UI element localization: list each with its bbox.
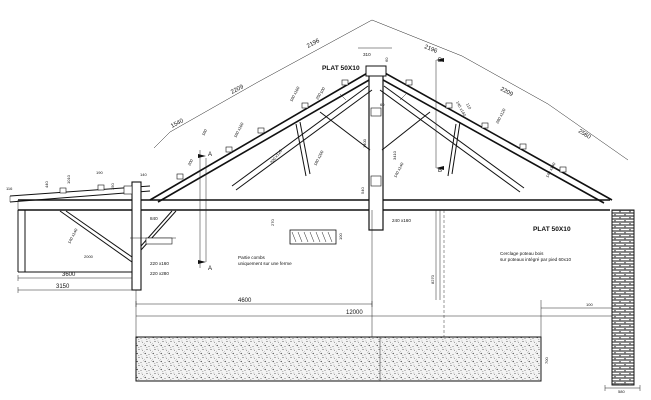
dim-left-span-2: 3150 xyxy=(56,284,70,290)
dim-sec-8: 180 x200 xyxy=(312,149,325,167)
dim-ridge: 310 xyxy=(363,52,371,57)
dim-rafter-left-1: 2209 xyxy=(230,84,245,96)
ceiling-note-2: uniquement sur une ferme xyxy=(238,261,292,266)
dim-wall-width: 580 xyxy=(618,389,625,394)
brick-wall xyxy=(611,209,635,386)
dim-foundation: 700 xyxy=(544,357,549,364)
dim-rafter-right-1: 2196 xyxy=(423,44,438,55)
dim-rafter-left-3: 1540 xyxy=(170,118,185,130)
section-b-bottom-label: B xyxy=(438,168,442,174)
dim-tie-span: 12000 xyxy=(346,310,363,316)
dim-sec-13: 250 xyxy=(314,92,322,101)
dim-sec-23: 190 xyxy=(96,170,103,175)
dim-sec-6: 280 x120 xyxy=(494,107,507,125)
dim-chord-1: 240 x160 xyxy=(392,218,411,223)
dim-sec-15: 110 xyxy=(465,102,473,111)
section-marker-a xyxy=(198,154,207,264)
dim-chord-2: 220 x160 xyxy=(150,261,169,266)
dimension-ticks xyxy=(17,275,641,391)
ceiling-note-1: Partie combs xyxy=(238,255,266,260)
dim-height-right: 8270 xyxy=(430,274,435,284)
purlins xyxy=(59,79,567,194)
foundation-slab xyxy=(135,336,542,382)
truss-struts xyxy=(231,85,525,193)
dim-rafter-right-3: 2560 xyxy=(577,129,592,142)
dim-left-span-1: 3600 xyxy=(62,272,76,278)
section-marker-b xyxy=(435,58,444,170)
dim-sec-2: 160 x160 xyxy=(288,85,301,103)
plat-top-label: PLAT 50X10 xyxy=(322,65,360,72)
dim-sec-16: 840 xyxy=(150,216,158,221)
horizontal-dimension-lines xyxy=(18,210,640,389)
dim-sec-19: 200 xyxy=(186,158,194,167)
dim-sec-18: 150 xyxy=(110,183,115,190)
dim-sec-10: 60 xyxy=(380,102,385,107)
section-b-top-label: B xyxy=(438,58,442,64)
dim-sec-3: 100 xyxy=(318,86,326,95)
dim-wall-height: 100 xyxy=(586,302,593,307)
dim-sec-9: 140 x140 xyxy=(392,161,405,179)
dim-sec-25: 140 x140 xyxy=(66,227,79,245)
king-post xyxy=(365,65,387,231)
tie-beam xyxy=(17,199,610,211)
section-a-top-label: A xyxy=(208,152,212,158)
dim-sec-26: 100 xyxy=(338,233,343,240)
dim-sec-24: 2000 xyxy=(84,254,94,259)
dim-sec-11: 60 xyxy=(384,57,389,62)
dim-sec-22: 116 xyxy=(6,186,13,191)
section-a-bottom-label: A xyxy=(208,266,212,272)
dim-rafter-right-2: 2209 xyxy=(499,86,514,98)
dim-sec-1: 160 x160 xyxy=(232,121,245,139)
dim-sec-14: 540 xyxy=(360,187,365,194)
plat-right-label: PLAT 50X10 xyxy=(533,226,571,233)
dim-ridge-post-low: 3410 xyxy=(392,150,397,160)
dim-inner-span: 4600 xyxy=(238,298,252,304)
dim-sec-17: 140 xyxy=(140,172,147,177)
dim-sec-20: 1010 xyxy=(66,174,71,184)
purlin-note-1: Cerclage poteau bois xyxy=(500,251,544,256)
ceiling-detail xyxy=(289,229,337,245)
left-post xyxy=(17,181,177,291)
dim-rafter-left-2: 2196 xyxy=(306,38,321,50)
dim-sec-21: 440 xyxy=(44,181,49,188)
main-rafters xyxy=(149,67,613,204)
dim-ridge-post: 1400 xyxy=(362,138,367,148)
rafter-dimension-lines xyxy=(153,19,629,161)
dim-sec-27: 270 xyxy=(270,219,275,226)
purlin-note-2: sur poteaux intégré par pied 60x10 xyxy=(500,257,571,262)
dim-sec-12: 160 xyxy=(200,128,208,137)
dim-chord-3: 220 x280 xyxy=(150,271,169,276)
